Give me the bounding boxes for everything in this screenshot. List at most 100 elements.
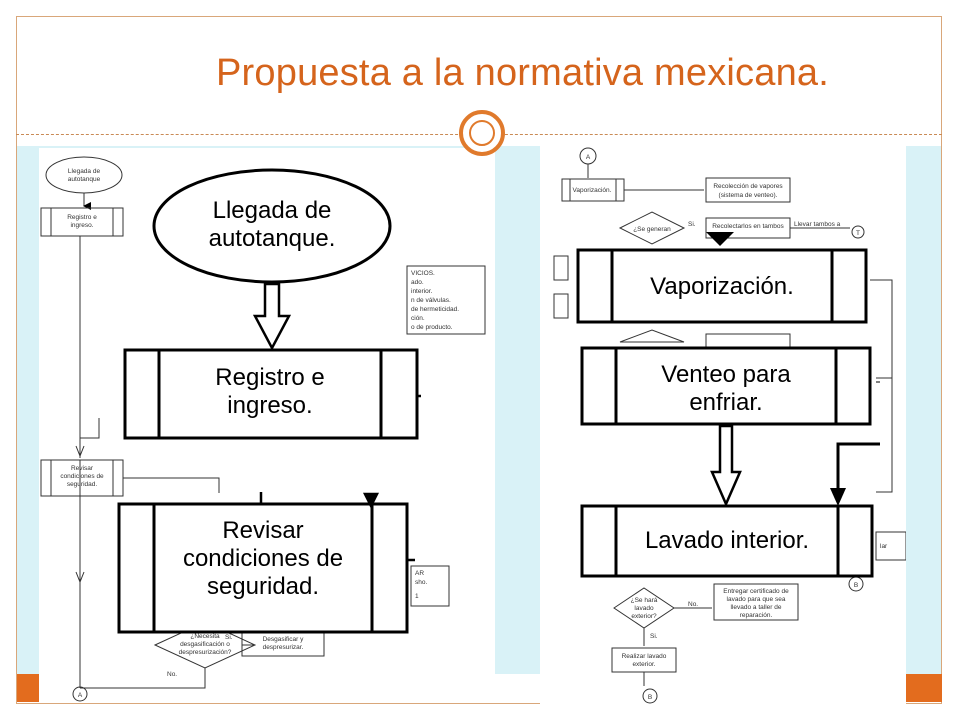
large-start-ellipse [152,168,392,284]
large-revisar-line2: condiciones de [183,545,343,572]
small-recoleccion-box [705,177,791,203]
left-large-labels: Llegada de autotanque. Registro e ingres… [183,197,343,600]
small-t-connector [851,225,865,239]
left-large-flow [117,168,419,634]
small-desgas-line2: despresurizar. [263,644,304,651]
large-lavado-box [580,504,874,578]
footer-bar-left [17,674,39,702]
left-small-labels: Llegada de autotanque Registro e ingreso… [60,168,459,699]
slide-title: Propuesta a la normativa mexicana. [216,52,830,94]
divider-ring-inner [469,120,495,146]
small-services-7: o de producto. [411,324,453,331]
small-side-fragment-3: 1 [415,593,419,600]
small-si2-label: Si. [650,633,658,640]
right-small-flow [553,147,907,704]
small-start-line2: autotanque [68,176,101,183]
small-services-2: ado. [411,279,424,286]
small-desgas-box [241,629,325,657]
small-realizar-box [611,647,677,673]
left-large-extra-marks [259,394,421,562]
slide-frame [16,16,942,704]
large-venteo-line1: Venteo para [661,361,791,388]
small-connector-b-2-label: B [854,582,858,589]
right-flowchart-svg: A Vaporización. Recolección de vapores (… [553,147,907,704]
small-se-generan-label: ¿Se generan [633,226,671,233]
small-revisar-line3: seguridad. [67,481,98,488]
small-revisar-line1: Revisar [71,465,94,472]
small-services-3: interior. [411,288,433,295]
large-arrow-venteo-lavado [710,424,742,508]
right-large-flow [576,232,874,578]
small-lar-fragment: lar [880,543,888,550]
small-entregar-line3: llevado a taller de [731,604,782,611]
left-flowchart-svg: Llegada de autotanque Registro e ingreso… [40,156,486,702]
footer-bar-right [906,674,942,702]
right-large-labels: Vaporización. Venteo para enfriar. Lavad… [645,273,809,554]
large-revisar-line1: Revisar [222,517,303,544]
small-connector-a-label: A [78,692,83,699]
small-vaporizacion-label: Vaporización. [573,187,612,194]
large-venteo-line2: enfriar. [689,389,762,416]
small-entregar-box [713,583,799,621]
small-side-fragment-1: AR [415,570,424,577]
small-si-label: Si. [688,221,696,228]
small-entregar-line4: reparación. [740,612,773,619]
right-large-connector [830,381,880,506]
small-llevar-label: Llevar tambos a [794,221,841,228]
small-registro-box [40,207,124,237]
large-vaporizacion-box [576,248,868,324]
small-connector-a [72,686,88,702]
small-connector-a-right-label: A [586,154,591,161]
small-services-4: n de válvulas. [411,297,451,304]
right-flowchart-panel: A Vaporización. Recolección de vapores (… [540,146,907,704]
large-arrow-1 [252,282,292,351]
small-recolectarlos-box-2 [705,333,791,349]
small-lavado-q-line2: lavado [634,605,654,612]
large-start-line2: autotanque. [209,225,336,252]
small-registro-line1: Registro e [67,214,97,221]
large-venteo-box [580,346,872,426]
right-small-labels: A Vaporización. Recolección de vapores (… [573,154,889,701]
small-revisar-line2: condiciones de [60,473,104,480]
small-services-5: de hermeticidad. [411,306,459,313]
small-connector-b [642,688,658,704]
small-side-fragment-box [410,565,450,607]
small-recolectarlos-label: Recolectarlos en tambos [712,223,784,230]
large-top-arrowhead [706,232,734,246]
small-desgas-line1: Desgasificar y [263,636,305,643]
small-connector-b-label: B [648,694,652,701]
small-realizar-line2: exterior. [632,661,655,668]
small-recoleccion-line1: Recolección de vapores [713,183,783,190]
small-side-fragment-2: sho. [415,579,427,586]
small-services-1: VICIOS. [411,270,435,277]
small-entregar-line1: Entregar certificado de [723,588,789,595]
small-entregar-line2: lavado para que sea [727,596,786,603]
large-vaporizacion-label: Vaporización. [650,273,794,300]
large-start-line1: Llegada de [213,197,332,224]
small-lavado-q-line3: exterior? [631,613,657,620]
small-realizar-line1: Realizar lavado [622,653,667,660]
divider-ring-icon [459,110,505,156]
small-lavado-q-line1: ¿Se hará [631,597,658,604]
small-start-ellipse [45,156,123,194]
small-decision-yes: Si. [225,634,233,641]
large-lavado-label: Lavado interior. [645,527,809,554]
small-decision-line1: ¿Necesita [190,633,220,640]
small-se-generan-diamond [618,211,686,245]
large-revisar-line3: seguridad. [207,573,319,600]
large-registro-line2: ingreso. [227,392,312,419]
large-registro-line1: Registro e [215,364,324,391]
small-decision-no: No. [167,671,177,678]
small-recoleccion-line2: (sistema de venteo). [719,192,778,199]
small-t-label: T [856,230,860,237]
small-no-label: No. [688,601,698,608]
small-decision-line2: desgasificación o [180,641,230,648]
left-flowchart-panel: Llegada de autotanque Registro e ingreso… [39,148,495,702]
small-start-line1: Llegada de [68,168,101,175]
small-registro-line2: ingreso. [70,222,93,229]
small-decision-line3: despresurización? [179,649,232,656]
large-registro-box [123,348,419,440]
large-revisar-box [117,502,409,634]
small-services-6: ción. [411,315,425,322]
small-services-box [406,265,486,335]
